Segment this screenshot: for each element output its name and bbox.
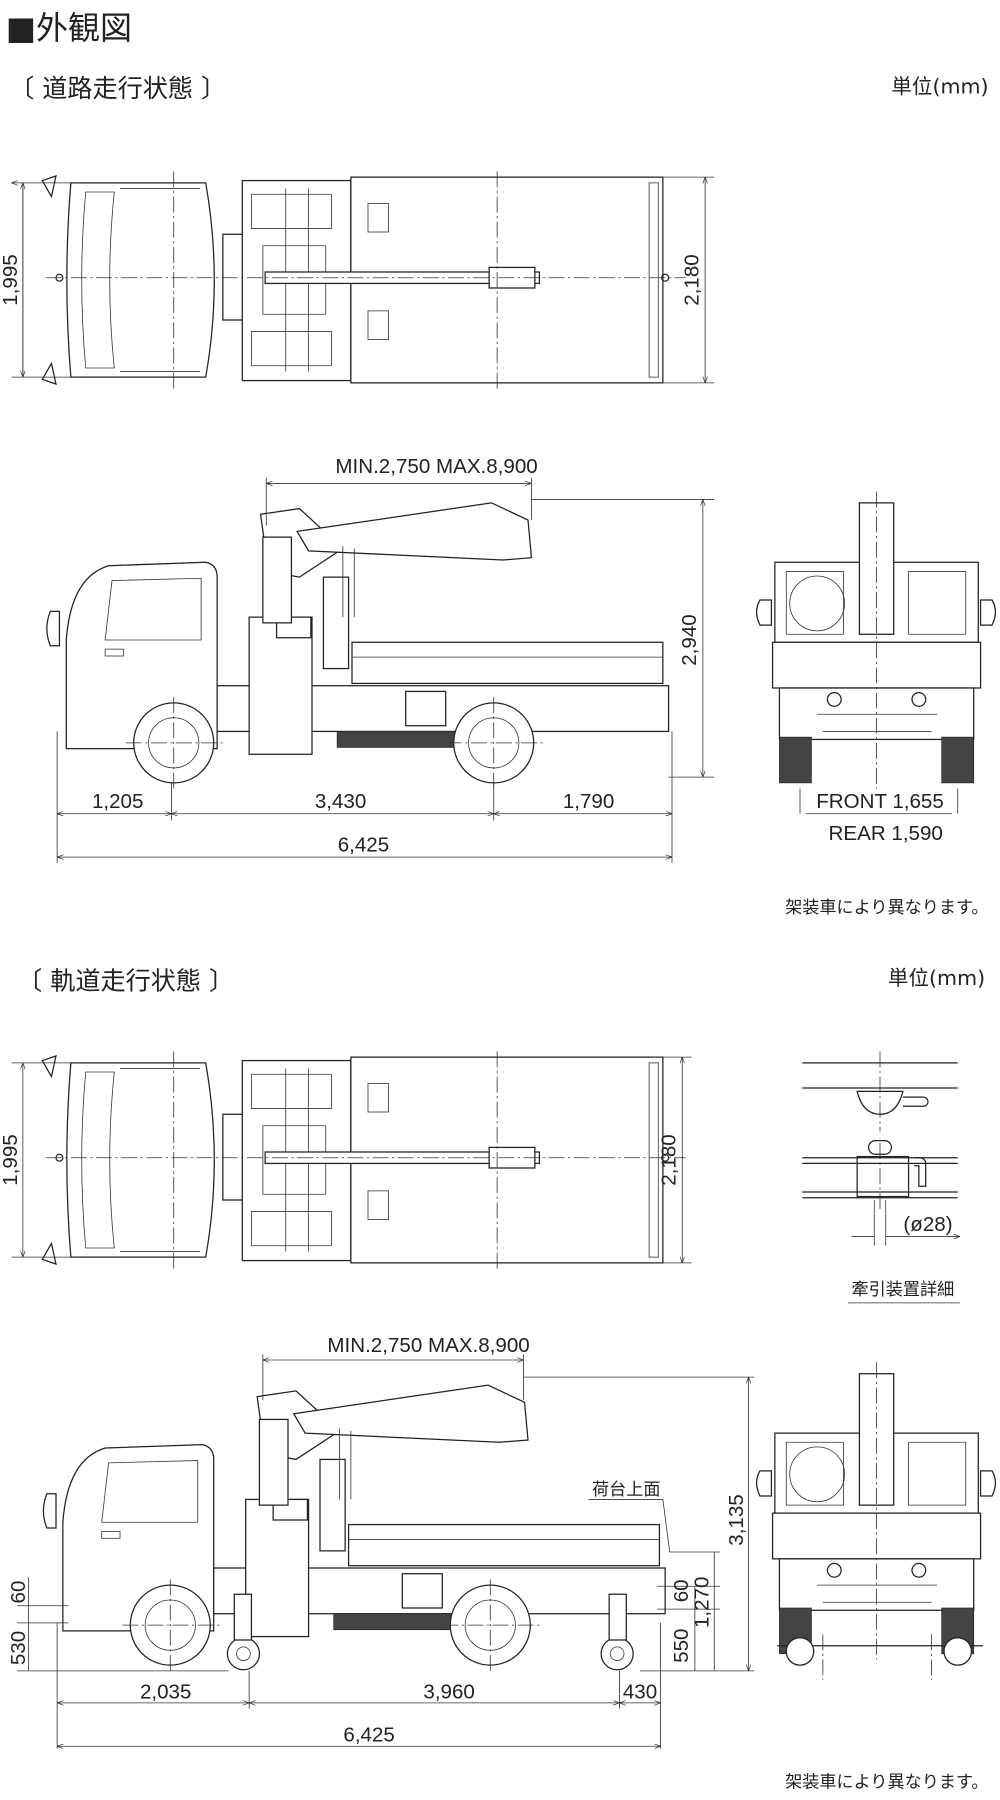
detail-caption: 牽引装置詳細 <box>851 1280 954 1300</box>
coupler-detail: (ø28) 牽引装置詳細 <box>802 1051 960 1304</box>
dim-front-overhang: 1,205 <box>92 790 143 813</box>
dim-rear-track: REAR 1,590 <box>829 822 943 845</box>
rail-dim-width-cab: 1,995 <box>0 1134 22 1185</box>
dim-front-guide-height: 530 <box>7 1631 30 1665</box>
rail-dim-boom-reach: MIN.2,750 MAX.8,900 <box>327 1334 529 1357</box>
unit-label-road: 単位(mm) <box>891 75 988 99</box>
rail-dim-width-bed: 2,180 <box>657 1134 680 1185</box>
rail-rear-view <box>755 1361 997 1680</box>
road-mode-title: 〔 道路走行状態 〕 <box>9 74 226 103</box>
unit-label-rail: 単位(mm) <box>888 966 985 990</box>
dim-width-cab: 1,995 <box>0 254 22 305</box>
dim-front-track: FRONT 1,655 <box>816 790 944 813</box>
dim-bed-height: 1,270 <box>691 1577 714 1628</box>
bed-top-label: 荷台上面 <box>592 1480 661 1500</box>
road-rear-view: FRONT 1,655 REAR 1,590 <box>755 490 997 845</box>
rail-dim-height: 3,135 <box>725 1494 748 1545</box>
road-side-view: MIN.2,750 MAX.8,900 2,940 1,205 3,430 1,… <box>46 455 715 863</box>
rail-top-view: 1,995 2,180 <box>0 1050 692 1270</box>
note-rail: 架装車により異なります。 <box>785 1772 988 1792</box>
detail-diameter: (ø28) <box>903 1213 952 1236</box>
dim-front-guide-to-axle: 2,035 <box>140 1680 191 1703</box>
dim-width-bed: 2,180 <box>680 254 703 305</box>
page-heading: ■外観図 <box>6 9 132 47</box>
rail-dim-overall-length: 6,425 <box>343 1724 394 1747</box>
dim-rear-guide-height: 550 <box>670 1629 693 1663</box>
rail-mode-title: 〔 軌道走行状態 〕 <box>17 967 234 996</box>
dim-wheelbase: 3,430 <box>315 790 366 813</box>
dim-middle: 3,960 <box>423 1680 474 1703</box>
dim-height: 2,940 <box>678 614 701 665</box>
dim-60-left: 60 <box>7 1581 30 1604</box>
rail-side-view: MIN.2,750 MAX.8,900 3,135 荷台上面 60 1,270 … <box>7 1334 755 1749</box>
road-top-view: 1,995 2,180 <box>0 170 715 390</box>
dim-60-right: 60 <box>670 1579 693 1602</box>
dim-rear-short: 430 <box>623 1680 657 1703</box>
dim-overall-length: 6,425 <box>338 833 389 856</box>
dim-boom-reach: MIN.2,750 MAX.8,900 <box>335 455 537 478</box>
dim-rear-overhang: 1,790 <box>563 790 614 813</box>
note-road: 架装車により異なります。 <box>785 898 988 918</box>
